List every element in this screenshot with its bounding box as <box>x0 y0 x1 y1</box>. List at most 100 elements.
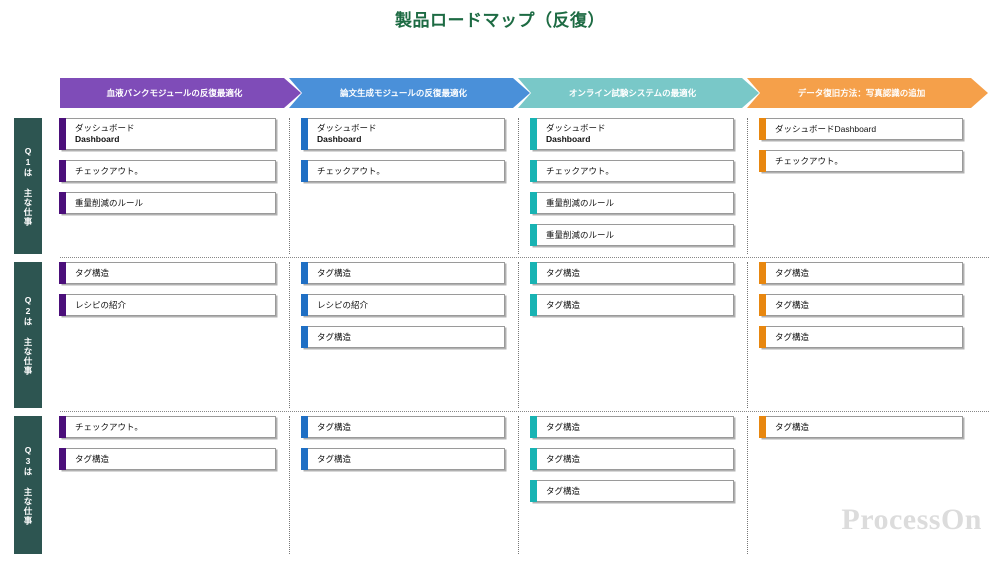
card-accent-bar <box>301 262 308 284</box>
task-card-line: タグ構造 <box>775 421 810 432</box>
task-card-line: 重量削減のルール <box>546 197 615 208</box>
card-accent-bar <box>530 118 537 150</box>
task-card-line: チェックアウト。 <box>546 165 614 176</box>
page-title: 製品ロードマップ（反復） <box>395 11 605 30</box>
task-card-line: タグ構造 <box>546 421 581 432</box>
task-card-line: チェックアウト。 <box>775 155 843 166</box>
task-card[interactable]: タグ構造 <box>759 416 963 438</box>
task-card-line: ダッシュボード <box>75 123 135 133</box>
task-card[interactable]: チェックアウト。 <box>59 416 276 438</box>
quarter-row-2: Q2は 主な仕事タグ構造レシピの紹介タグ構造レシピの紹介タグ構造タグ構造タグ構造… <box>14 262 989 408</box>
task-card[interactable]: タグ構造 <box>530 480 734 502</box>
card-accent-bar <box>59 262 66 284</box>
task-card-line: 重量削減のルール <box>546 229 615 240</box>
card-accent-bar <box>301 416 308 438</box>
task-card[interactable]: 重量削減のルール <box>59 192 276 214</box>
task-card-line: タグ構造 <box>75 267 110 278</box>
cell-q2-col2: タグ構造レシピの紹介タグ構造 <box>289 262 505 408</box>
task-card[interactable]: タグ構造 <box>59 448 276 470</box>
cell-q3-col2: タグ構造タグ構造 <box>289 416 505 554</box>
card-accent-bar <box>59 448 66 470</box>
task-card[interactable]: レシピの紹介 <box>301 294 505 316</box>
card-accent-bar <box>530 262 537 284</box>
task-card-line: レシピの紹介 <box>75 299 127 310</box>
task-card-line: 重量削減のルール <box>75 197 144 208</box>
card-accent-bar <box>301 448 308 470</box>
task-card-line: タグ構造 <box>546 485 581 496</box>
task-card[interactable]: タグ構造 <box>530 448 734 470</box>
task-card[interactable]: タグ構造 <box>301 262 505 284</box>
card-accent-bar <box>759 118 766 140</box>
card-accent-bar <box>530 294 537 316</box>
card-accent-bar <box>59 416 66 438</box>
task-card-line: タグ構造 <box>546 453 581 464</box>
column-header-2[interactable]: 論文生成モジュールの反復最適化 <box>289 78 530 108</box>
task-card[interactable]: チェックアウト。 <box>530 160 734 182</box>
task-card[interactable]: チェックアウト。 <box>759 150 963 172</box>
task-card-line: タグ構造 <box>775 267 810 278</box>
task-card-line: レシピの紹介 <box>317 299 369 310</box>
task-card[interactable]: タグ構造 <box>530 416 734 438</box>
task-card[interactable]: タグ構造 <box>301 416 505 438</box>
task-card-line: タグ構造 <box>546 267 581 278</box>
column-header-3[interactable]: オンライン試験システムの最適化 <box>518 78 759 108</box>
column-header-1[interactable]: 血液バンクモジュールの反復最適化 <box>60 78 301 108</box>
task-card-line: タグ構造 <box>317 421 352 432</box>
column-header-4[interactable]: データ復旧方法：写真認識の追加 <box>747 78 988 108</box>
column-header-label: 血液バンクモジュールの反復最適化 <box>106 87 243 98</box>
task-card[interactable]: タグ構造 <box>759 294 963 316</box>
roadmap-board: 血液バンクモジュールの反復最適化 論文生成モジュールの反復最適化 オンライン試験シス… <box>14 78 989 556</box>
task-card[interactable]: レシピの紹介 <box>59 294 276 316</box>
card-accent-bar <box>530 224 537 246</box>
task-card-line: タグ構造 <box>75 453 110 464</box>
card-accent-bar <box>759 262 766 284</box>
card-accent-bar <box>530 480 537 502</box>
card-accent-bar <box>759 150 766 172</box>
task-card-line: Dashboard <box>75 134 120 144</box>
card-accent-bar <box>59 160 66 182</box>
task-card-line: ダッシュボード <box>317 123 377 133</box>
task-card[interactable]: タグ構造 <box>530 294 734 316</box>
card-accent-bar <box>59 192 66 214</box>
task-card[interactable]: タグ構造 <box>59 262 276 284</box>
quarter-row-3: Q3は 主な仕事チェックアウト。タグ構造タグ構造タグ構造タグ構造タグ構造タグ構造… <box>14 416 989 554</box>
task-card[interactable]: タグ構造 <box>530 262 734 284</box>
task-card[interactable]: チェックアウト。 <box>59 160 276 182</box>
task-card[interactable]: タグ構造 <box>301 326 505 348</box>
quarter-label-1: Q1は 主な仕事 <box>14 118 42 254</box>
quarter-columns: チェックアウト。タグ構造タグ構造タグ構造タグ構造タグ構造タグ構造タグ構造 <box>59 416 989 554</box>
card-accent-bar <box>759 294 766 316</box>
task-card-line: タグ構造 <box>317 267 352 278</box>
card-accent-bar <box>59 118 66 150</box>
card-accent-bar <box>530 448 537 470</box>
card-accent-bar <box>301 160 308 182</box>
task-card[interactable]: 重量削減のルール <box>530 224 734 246</box>
task-card[interactable]: ダッシュボードDashboard <box>759 118 963 140</box>
row-divider <box>60 411 989 412</box>
card-accent-bar <box>530 160 537 182</box>
task-card[interactable]: タグ構造 <box>759 326 963 348</box>
task-card-line: Dashboard <box>546 134 591 144</box>
quarter-label-2: Q2は 主な仕事 <box>14 262 42 408</box>
task-card[interactable]: タグ構造 <box>301 448 505 470</box>
card-accent-bar <box>301 294 308 316</box>
task-card[interactable]: 重量削減のルール <box>530 192 734 214</box>
task-card-line: チェックアウト。 <box>317 165 385 176</box>
processon-watermark: ProcessOn <box>841 503 982 536</box>
cell-q1-col4: ダッシュボードDashboard チェックアウト。 <box>747 118 963 254</box>
card-accent-bar <box>530 416 537 438</box>
task-card[interactable]: チェックアウト。 <box>301 160 505 182</box>
cell-q3-col1: チェックアウト。タグ構造 <box>59 416 276 554</box>
quarter-label-3: Q3は 主な仕事 <box>14 416 42 554</box>
quarter-columns: タグ構造レシピの紹介タグ構造レシピの紹介タグ構造タグ構造タグ構造タグ構造タグ構造… <box>59 262 989 408</box>
task-card[interactable]: タグ構造 <box>759 262 963 284</box>
column-header-label: 論文生成モジュールの反復最適化 <box>340 87 467 98</box>
card-accent-bar <box>530 192 537 214</box>
task-card-line: タグ構造 <box>317 453 352 464</box>
